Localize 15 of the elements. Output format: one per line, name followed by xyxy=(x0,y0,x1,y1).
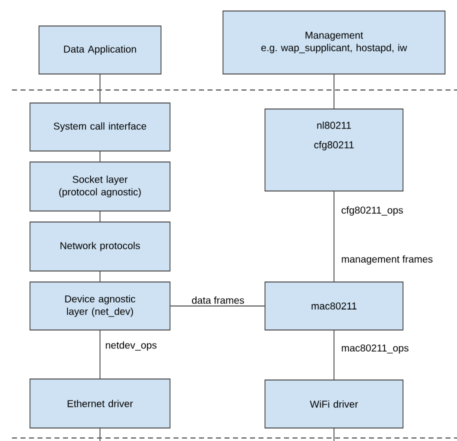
edge-label: cfg80211_ops xyxy=(342,206,403,216)
layer-box: Data Application xyxy=(38,26,162,74)
layer-box: WiFi driver xyxy=(264,380,404,428)
layer-box: Socket layer (protocol agnostic) xyxy=(30,162,170,212)
edge-label: netdev_ops xyxy=(106,341,157,351)
layer-box: System call interface xyxy=(30,102,170,152)
layer-box: Network protocols xyxy=(30,222,170,272)
layer-box: Management e.g. wap_supplicant, hostapd, iw xyxy=(222,10,446,74)
edge-label: mac80211_ops xyxy=(342,344,408,354)
layer-box: nl80211 cfg80211 xyxy=(264,108,404,192)
edge-label: data frames xyxy=(192,296,244,304)
signal-note: management frames xyxy=(342,255,433,265)
layer-box: mac80211 xyxy=(264,282,404,330)
layer-box: Ethernet driver xyxy=(30,378,170,428)
layer-box: Device agnostic layer (net_dev) xyxy=(30,282,170,330)
